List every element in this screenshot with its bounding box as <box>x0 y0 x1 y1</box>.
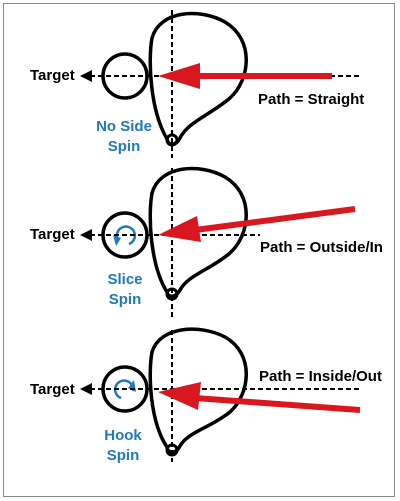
swing-path-arrow-head <box>158 63 200 89</box>
panel-outside-in <box>80 166 356 318</box>
club-hosel <box>165 287 179 301</box>
spin-label: Slice Spin <box>90 270 160 310</box>
club-head <box>148 327 248 454</box>
path-label: Path = Inside/Out <box>259 368 382 385</box>
spin-label-line2: Spin <box>107 138 141 155</box>
swing-path-arrow-shaft <box>194 395 361 413</box>
path-label: Path = Straight <box>258 91 365 108</box>
swing-path-arrow-head <box>158 216 201 242</box>
club-hosel <box>165 443 179 457</box>
spin-label-line1: No Side <box>96 118 152 135</box>
spin-label: Hook Spin <box>88 426 158 466</box>
club-head <box>148 166 248 298</box>
target-label: Target <box>30 226 75 243</box>
panel-straight <box>80 10 360 158</box>
spin-label-line2: Spin <box>106 447 140 464</box>
path-label: Path = Outside/In <box>260 239 383 256</box>
club-head <box>148 11 248 146</box>
clockwise-spin-icon <box>113 225 137 246</box>
spin-label: No Side Spin <box>89 117 159 157</box>
target-arrowhead <box>80 70 92 82</box>
target-arrowhead <box>80 383 92 395</box>
target-arrowhead <box>80 229 92 241</box>
club-hosel <box>165 133 179 147</box>
swing-path-arrow-shaft <box>194 206 356 233</box>
swing-path-arrow-head <box>158 382 201 410</box>
diagram-border <box>3 3 395 497</box>
target-label: Target <box>30 67 75 84</box>
target-label: Target <box>30 381 75 398</box>
spin-label-line1: Hook <box>104 427 142 444</box>
panel-inside-out <box>80 327 361 462</box>
spin-label-line1: Slice <box>107 271 143 288</box>
spin-label-line2: Spin <box>108 291 142 308</box>
